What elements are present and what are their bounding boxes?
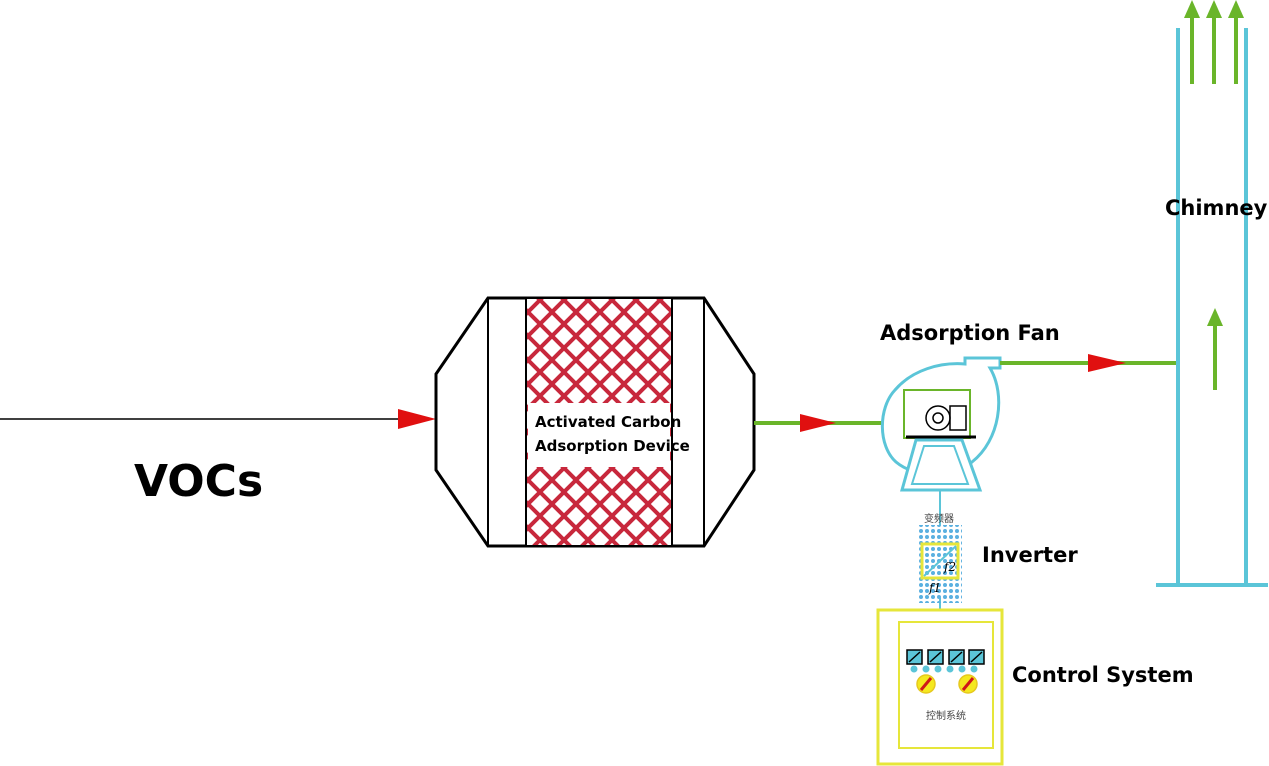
centrifugal-fan-icon	[880, 356, 1002, 492]
adsorption-device: Activated Carbon Adsorption Device	[434, 296, 756, 548]
control-indicator-lights	[910, 665, 978, 673]
inverter-f1-label: f1	[928, 581, 941, 595]
fan-motor-hub	[932, 412, 944, 424]
control-inner-panel	[898, 621, 994, 749]
control-label: Control System	[1012, 663, 1194, 687]
inverter-cn-label: 变频器	[924, 512, 954, 525]
inverter-f2-label: f2	[943, 560, 956, 574]
inverter-box	[920, 542, 960, 580]
chimney	[1156, 28, 1268, 587]
adsorber-label-line2: Adsorption Device	[535, 437, 690, 455]
duct-flow-arrow-1	[800, 414, 836, 432]
adsorber-label-line1: Activated Carbon	[535, 413, 681, 431]
inverter-icon: 变频器 f2 f1	[918, 512, 962, 603]
control-cn-label: 控制系统	[926, 709, 966, 722]
inlet-flow-arrow	[398, 409, 436, 429]
fan-casing	[880, 356, 1002, 476]
green-up-arrow	[1206, 0, 1222, 84]
green-up-arrow	[1228, 0, 1244, 84]
control-cabinet-icon: 控制系统	[876, 608, 1004, 766]
adsorber-label-box	[528, 403, 670, 467]
green-up-arrow	[1184, 0, 1200, 84]
vocs-label: VOCs	[134, 456, 263, 507]
control-meters	[906, 649, 985, 665]
fan-motor-body	[949, 405, 967, 431]
inverter-diagonal	[923, 545, 957, 577]
duct-flow-arrow-2	[1088, 354, 1126, 372]
green-up-arrow	[1207, 308, 1223, 390]
fan-label: Adsorption Fan	[880, 321, 1060, 345]
inverter-label: Inverter	[982, 543, 1078, 567]
inverter-dots	[918, 525, 962, 603]
exhaust-arrows	[1184, 0, 1244, 390]
control-knob-left	[916, 674, 936, 694]
control-knob-right	[958, 674, 978, 694]
fan-stand-inner	[910, 445, 970, 485]
control-outer-box	[876, 608, 1004, 766]
chimney-label: Chimney	[1165, 196, 1268, 220]
